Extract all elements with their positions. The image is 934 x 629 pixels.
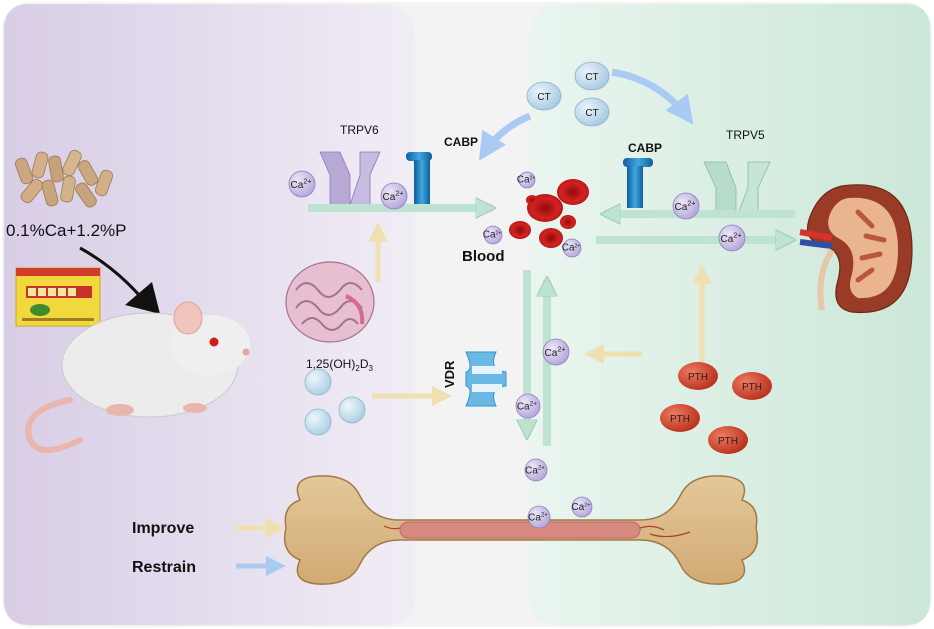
vitamin-d-molecules — [304, 368, 366, 436]
cabp-left-label: CABP — [444, 135, 478, 149]
calcium-ion-8 — [542, 338, 570, 366]
calcium-ion-label-4: Ca2+ — [721, 231, 742, 245]
pth-label-1: PTH — [688, 372, 708, 383]
ct-molecule-3 — [574, 97, 610, 127]
trpv6-label: TRPV6 — [340, 123, 379, 137]
blood-label: Blood — [462, 248, 505, 265]
left-panel-background — [4, 4, 415, 625]
diet-arrow-head — [125, 282, 160, 314]
ct-label-2: CT — [537, 92, 550, 103]
trpv5-channel-icon — [703, 161, 771, 215]
calcium-ion-6 — [562, 238, 582, 258]
calcium-ion-2 — [380, 182, 408, 210]
ct-restrain-trpv6-arrow — [478, 112, 532, 161]
calcium-ion-label-6: Ca2+ — [562, 243, 581, 254]
ct-restrain-trpv5-arrow — [611, 68, 694, 125]
calcium-ion-label-12: Ca2+ — [571, 502, 590, 513]
calcium-ion-1 — [288, 170, 316, 198]
pth-label-2: PTH — [742, 382, 762, 393]
vdr-label: VDR — [442, 360, 457, 388]
calcium-ions: Ca2+ Ca2+ Ca2+ Ca2+ Ca2+ Ca2+ Ca2+ Ca2+ Ca2+ Ca2+… — [288, 170, 746, 529]
ct-molecule-1 — [574, 61, 610, 91]
calcium-ion-label-5: Ca2+ — [483, 230, 502, 241]
diet-label: 0.1%Ca+1.2%P — [6, 221, 127, 240]
cabp-left-icon — [406, 152, 432, 204]
legend-improve-label: Improve — [132, 520, 194, 537]
calcium-ion-label-8: Ca2+ — [545, 345, 566, 359]
calcium-ion-12 — [571, 496, 593, 518]
calcium-ion-label-3: Ca2+ — [675, 199, 696, 213]
calcium-ion-9 — [515, 393, 541, 419]
calcium-ion-label-2: Ca2+ — [383, 189, 404, 203]
calcitonin-group: CT CT CT — [526, 61, 610, 127]
medicine-box-icon — [15, 267, 101, 327]
rat-icon — [25, 301, 250, 453]
calcium-ion-3 — [672, 192, 700, 220]
calcium-ion-label-11: Ca2+ — [528, 512, 548, 523]
calcium-ion-label-10: Ca2+ — [525, 465, 545, 476]
ct-molecule-2 — [526, 81, 562, 111]
kidney-icon — [799, 184, 913, 314]
vitd-label: 1,25(OH)2D3 — [306, 357, 373, 373]
pth-label-3: PTH — [670, 414, 690, 425]
calcium-ion-label-1: Ca2+ — [291, 177, 312, 191]
pth-molecule-2 — [732, 372, 772, 400]
cabp-right-icon — [623, 158, 653, 208]
bone-icon — [283, 475, 759, 585]
ct-label-3: CT — [585, 108, 598, 119]
pth-molecule-1 — [678, 362, 718, 390]
trpv6-channel-icon — [319, 151, 381, 206]
ct-label-1: CT — [585, 72, 598, 83]
pills-icon — [14, 149, 114, 208]
pth-molecule-3 — [660, 404, 700, 432]
intestine-icon — [285, 261, 375, 343]
calcium-ion-10 — [524, 458, 548, 482]
pth-molecule-4 — [708, 426, 748, 454]
calcium-ion-label-9: Ca2+ — [517, 400, 537, 412]
pth-group: PTH PTH PTH PTH — [660, 362, 772, 454]
calcium-ion-5 — [483, 225, 503, 245]
cabp-right-label: CABP — [628, 141, 662, 155]
blood-cells-icon — [509, 179, 589, 248]
vdr-receptor-icon — [465, 351, 507, 407]
calcium-ion-label-7: Ca2+ — [517, 174, 536, 185]
pth-label-4: PTH — [718, 436, 738, 447]
legend-restrain-label: Restrain — [132, 559, 196, 576]
calcium-ion-11 — [527, 505, 551, 529]
calcium-ion-4 — [718, 224, 746, 252]
calcium-ion-7 — [518, 171, 536, 189]
trpv5-label: TRPV5 — [726, 128, 765, 142]
